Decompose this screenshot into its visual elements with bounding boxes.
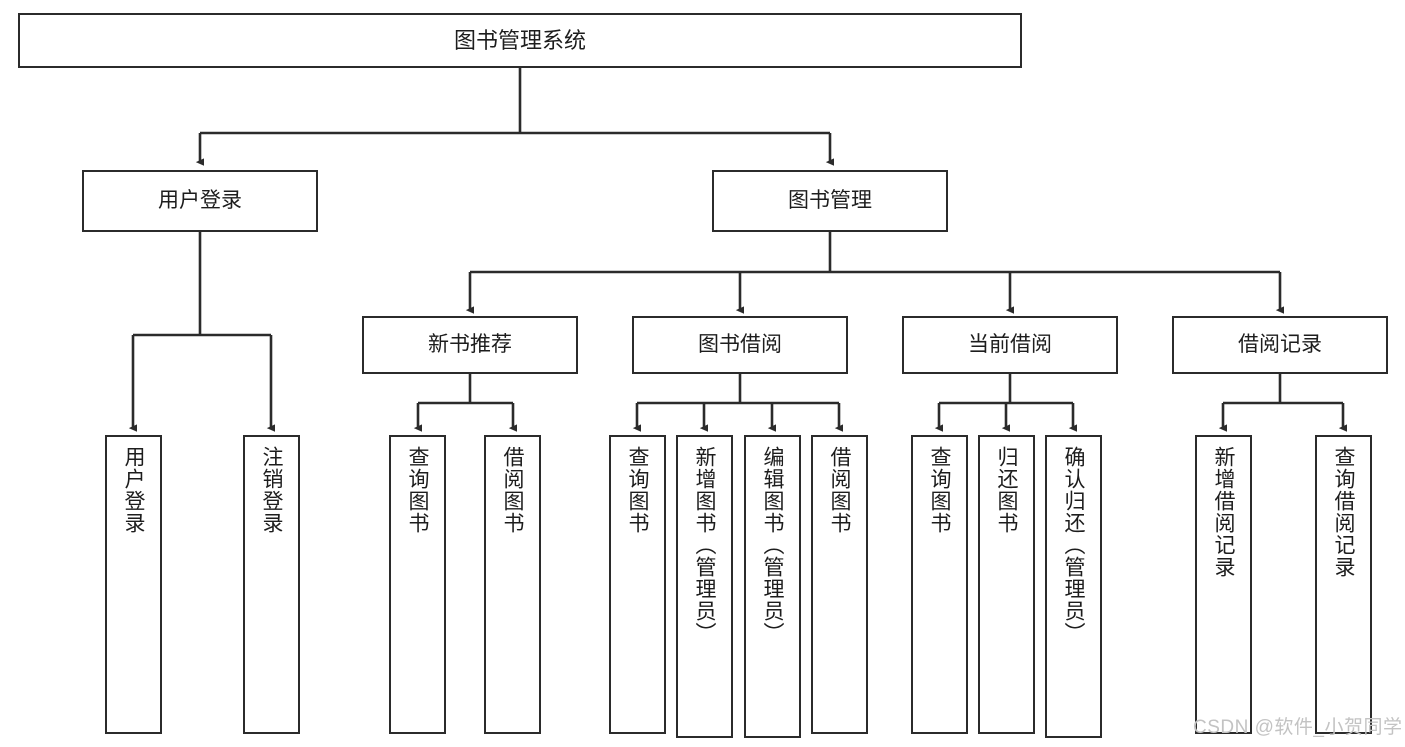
- node-label: 查询图书: [928, 446, 951, 534]
- node-label: 查询借阅记录: [1332, 446, 1355, 578]
- node-new-book-recommend[interactable]: 新书推荐: [362, 316, 578, 374]
- node-current-borrow[interactable]: 当前借阅: [902, 316, 1118, 374]
- node-label: 用户登录: [122, 446, 145, 534]
- node-book-management[interactable]: 图书管理: [712, 170, 948, 232]
- leaf-borrow-book[interactable]: 借阅图书: [811, 435, 868, 734]
- leaf-query-book-recommend[interactable]: 查询图书: [389, 435, 446, 734]
- leaf-confirm-return-admin[interactable]: 确认归还（管理员）: [1045, 435, 1102, 738]
- node-label: 新增图书（管理员）: [693, 446, 716, 644]
- node-label: 图书管理: [788, 188, 872, 212]
- leaf-logout[interactable]: 注销登录: [243, 435, 300, 734]
- node-root-system[interactable]: 图书管理系统: [18, 13, 1022, 68]
- leaf-query-borrow-record[interactable]: 查询借阅记录: [1315, 435, 1372, 734]
- leaf-add-book-admin[interactable]: 新增图书（管理员）: [676, 435, 733, 738]
- node-label: 借阅图书: [501, 446, 524, 534]
- leaf-query-book-current[interactable]: 查询图书: [911, 435, 968, 734]
- leaf-borrow-book-recommend[interactable]: 借阅图书: [484, 435, 541, 734]
- node-label: 编辑图书（管理员）: [761, 446, 784, 644]
- node-book-borrow[interactable]: 图书借阅: [632, 316, 848, 374]
- node-label: 借阅图书: [828, 446, 851, 534]
- watermark-text: CSDN @软件_小贺同学: [1193, 717, 1403, 738]
- node-label: 用户登录: [158, 188, 242, 212]
- leaf-return-book[interactable]: 归还图书: [978, 435, 1035, 734]
- node-label: 归还图书: [995, 446, 1018, 534]
- node-label: 新书推荐: [428, 332, 512, 356]
- leaf-edit-book-admin[interactable]: 编辑图书（管理员）: [744, 435, 801, 738]
- leaf-user-login[interactable]: 用户登录: [105, 435, 162, 734]
- node-label: 借阅记录: [1238, 332, 1322, 356]
- node-label: 图书借阅: [698, 332, 782, 356]
- node-borrow-record[interactable]: 借阅记录: [1172, 316, 1388, 374]
- node-label: 图书管理系统: [453, 27, 586, 53]
- node-label: 新增借阅记录: [1212, 446, 1235, 578]
- leaf-add-borrow-record[interactable]: 新增借阅记录: [1195, 435, 1252, 734]
- node-label: 查询图书: [406, 446, 429, 534]
- node-label: 确认归还（管理员）: [1062, 446, 1085, 644]
- node-label: 注销登录: [260, 446, 283, 534]
- node-label: 当前借阅: [968, 332, 1052, 356]
- node-user-login[interactable]: 用户登录: [82, 170, 318, 232]
- node-label: 查询图书: [626, 446, 649, 534]
- leaf-query-book-borrow[interactable]: 查询图书: [609, 435, 666, 734]
